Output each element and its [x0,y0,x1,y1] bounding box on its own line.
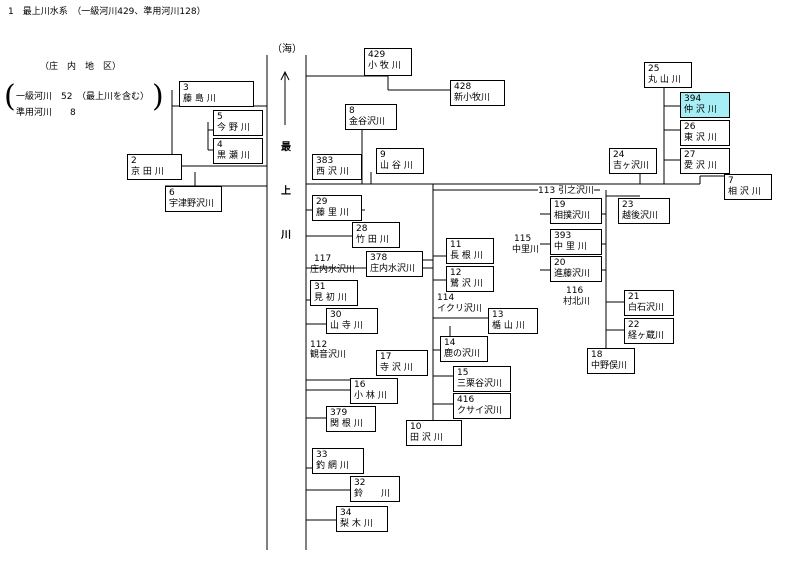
legend-class1: 一級河川 52 （最上川を含む） [16,92,149,102]
legend-brace-left: ( [4,79,16,114]
label-116-num: 116 [566,286,584,296]
label-117-name: 庄内水沢川 [310,265,356,275]
label-116-name: 村北川 [563,297,591,307]
sea-label: （海） [272,44,302,55]
legend-class2: 準用河川 8 [16,108,76,118]
label-113: 113 引之沢川 [538,186,595,197]
label-115-name: 中里川 [512,245,540,255]
page-title: 1 最上川水系 （一級河川429、準用河川128） [8,7,206,17]
label-114-num: 114 [437,293,455,303]
label-114-name: イクリ沢川 [437,304,482,314]
main-river-char-2: 上 [281,186,291,197]
area-label: （庄 内 地 区） [40,62,122,72]
main-river-char-1: 最 [281,142,291,153]
main-river-char-3: 川 [281,230,291,241]
legend-brace-right: ) [152,79,164,114]
label-112-num: 112 [310,340,328,350]
label-115-num: 115 [514,234,532,244]
label-117-num: 117 [314,254,332,264]
label-112-name: 観音沢川 [310,350,347,360]
